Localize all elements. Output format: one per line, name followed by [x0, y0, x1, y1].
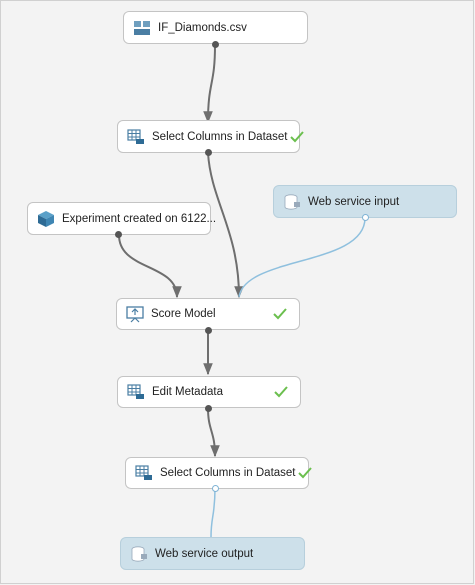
- wire-dataset-to-select-columns[interactable]: [203, 44, 216, 124]
- module-score-model[interactable]: Score Model: [116, 298, 300, 330]
- output-port[interactable]: [212, 485, 219, 492]
- output-port[interactable]: [205, 149, 212, 156]
- output-port[interactable]: [205, 327, 212, 334]
- table-columns-icon: [126, 382, 146, 402]
- web-service-output-icon: [129, 544, 149, 564]
- wire-select-columns-to-web-service-output[interactable]: [210, 487, 216, 538]
- module-label: Experiment created on 6122...: [62, 212, 217, 225]
- checkmark-icon: [271, 305, 289, 323]
- table-columns-icon: [134, 463, 154, 483]
- module-edit-metadata[interactable]: Edit Metadata: [117, 376, 301, 408]
- module-label: Select Columns in Dataset: [152, 130, 288, 143]
- output-port[interactable]: [212, 41, 219, 48]
- module-label: Edit Metadata: [152, 386, 223, 398]
- module-label: Score Model: [151, 308, 216, 320]
- module-select-columns-in-dataset[interactable]: Select Columns in Dataset: [125, 457, 312, 489]
- checkmark-icon: [272, 383, 290, 401]
- wire-web-service-input-to-score-model[interactable]: [238, 217, 366, 298]
- checkmark-icon: [296, 464, 314, 482]
- wire-experiment-to-score-model[interactable]: [118, 234, 182, 299]
- score-model-icon: [125, 304, 145, 324]
- dataset-icon: [132, 18, 152, 38]
- module-web-service-output[interactable]: Web service output: [120, 537, 305, 570]
- wire-edit-metadata-to-select-columns[interactable]: [207, 407, 220, 458]
- module-label: Web service output: [155, 547, 254, 560]
- output-port[interactable]: [205, 405, 212, 412]
- output-port[interactable]: [115, 231, 122, 238]
- module-trained-model[interactable]: Experiment created on 6122...: [27, 202, 216, 235]
- wire-select-columns-to-score-model[interactable]: [207, 152, 244, 299]
- module-if-diamonds-csv[interactable]: IF_Diamonds.csv: [123, 11, 308, 44]
- table-columns-icon: [126, 127, 146, 147]
- module-label: Select Columns in Dataset: [160, 467, 296, 479]
- output-port[interactable]: [362, 214, 369, 221]
- module-label: IF_Diamonds.csv: [158, 21, 247, 34]
- module-label: Web service input: [308, 195, 400, 208]
- trained-model-cube-icon: [36, 209, 56, 229]
- web-service-input-icon: [282, 192, 302, 212]
- module-select-columns-in-dataset[interactable]: Select Columns in Dataset: [117, 120, 304, 153]
- checkmark-icon: [288, 128, 306, 146]
